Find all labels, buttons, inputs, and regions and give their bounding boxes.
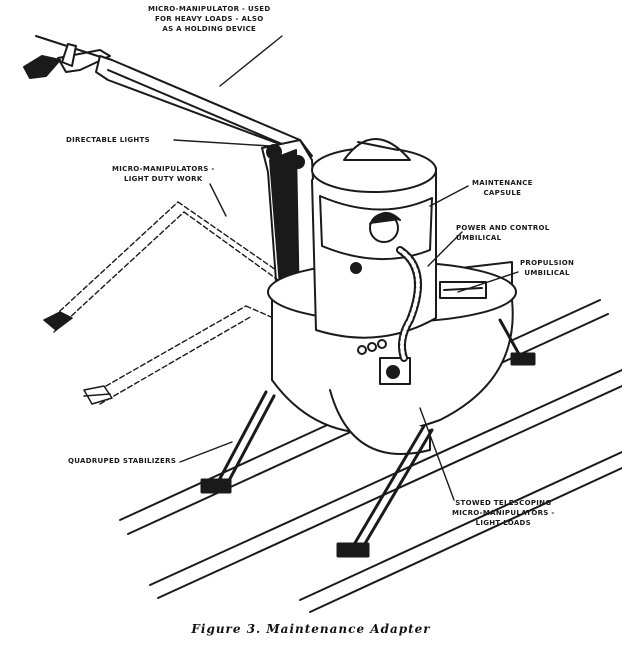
label-line: STOWED TELESCOPING xyxy=(455,499,552,507)
label-line: MAINTENANCE xyxy=(472,179,533,187)
label-line: QUADRUPED STABILIZERS xyxy=(68,457,177,465)
label-micro-manipulators-light-duty: MICRO-MANIPULATORS - LIGHT DUTY WORK xyxy=(112,164,215,184)
label-quadruped-stabilizers: QUADRUPED STABILIZERS xyxy=(68,456,176,466)
label-line: MICRO-MANIPULATORS - xyxy=(112,165,215,173)
figure-caption: Figure 3. Maintenance Adapter xyxy=(191,622,431,636)
label-line: CAPSULE xyxy=(483,189,522,197)
label-line: UMBILICAL xyxy=(456,234,502,242)
label-directable-lights: DIRECTABLE LIGHTS xyxy=(66,135,150,145)
heavy-manipulator-arm xyxy=(23,35,323,373)
label-micro-manipulator-heavy: MICRO-MANIPULATOR - USED FOR HEAVY LOADS… xyxy=(148,4,271,34)
manipulator-claws xyxy=(43,311,113,405)
label-maintenance-capsule: MAINTENANCE CAPSULE xyxy=(472,178,533,198)
label-line: DIRECTABLE LIGHTS xyxy=(66,136,150,144)
label-stowed-telescoping: STOWED TELESCOPING MICRO-MANIPULATORS - … xyxy=(452,498,555,528)
maintenance-capsule-shape xyxy=(311,138,437,339)
stabilizer-legs xyxy=(200,318,536,558)
light-duty-manipulators xyxy=(47,201,279,405)
label-line: MICRO-MANIPULATORS - xyxy=(452,509,555,517)
label-line: LIGHT LOADS xyxy=(475,519,531,527)
track-rails xyxy=(119,299,622,613)
label-line: MICRO-MANIPULATOR - USED xyxy=(148,5,271,13)
label-line: UMBILICAL xyxy=(524,269,570,277)
label-line: LIGHT DUTY WORK xyxy=(123,175,203,183)
label-line: FOR HEAVY LOADS - ALSO xyxy=(154,15,264,23)
label-line: POWER AND CONTROL xyxy=(456,224,550,232)
umbilicals xyxy=(396,246,422,362)
label-line: PROPULSION xyxy=(520,259,575,267)
label-propulsion-umbilical: PROPULSION UMBILICAL xyxy=(520,258,574,278)
callout-leaders xyxy=(173,35,519,501)
label-power-control-umbilical: POWER AND CONTROL UMBILICAL xyxy=(456,223,550,243)
label-line: AS A HOLDING DEVICE xyxy=(162,25,257,33)
